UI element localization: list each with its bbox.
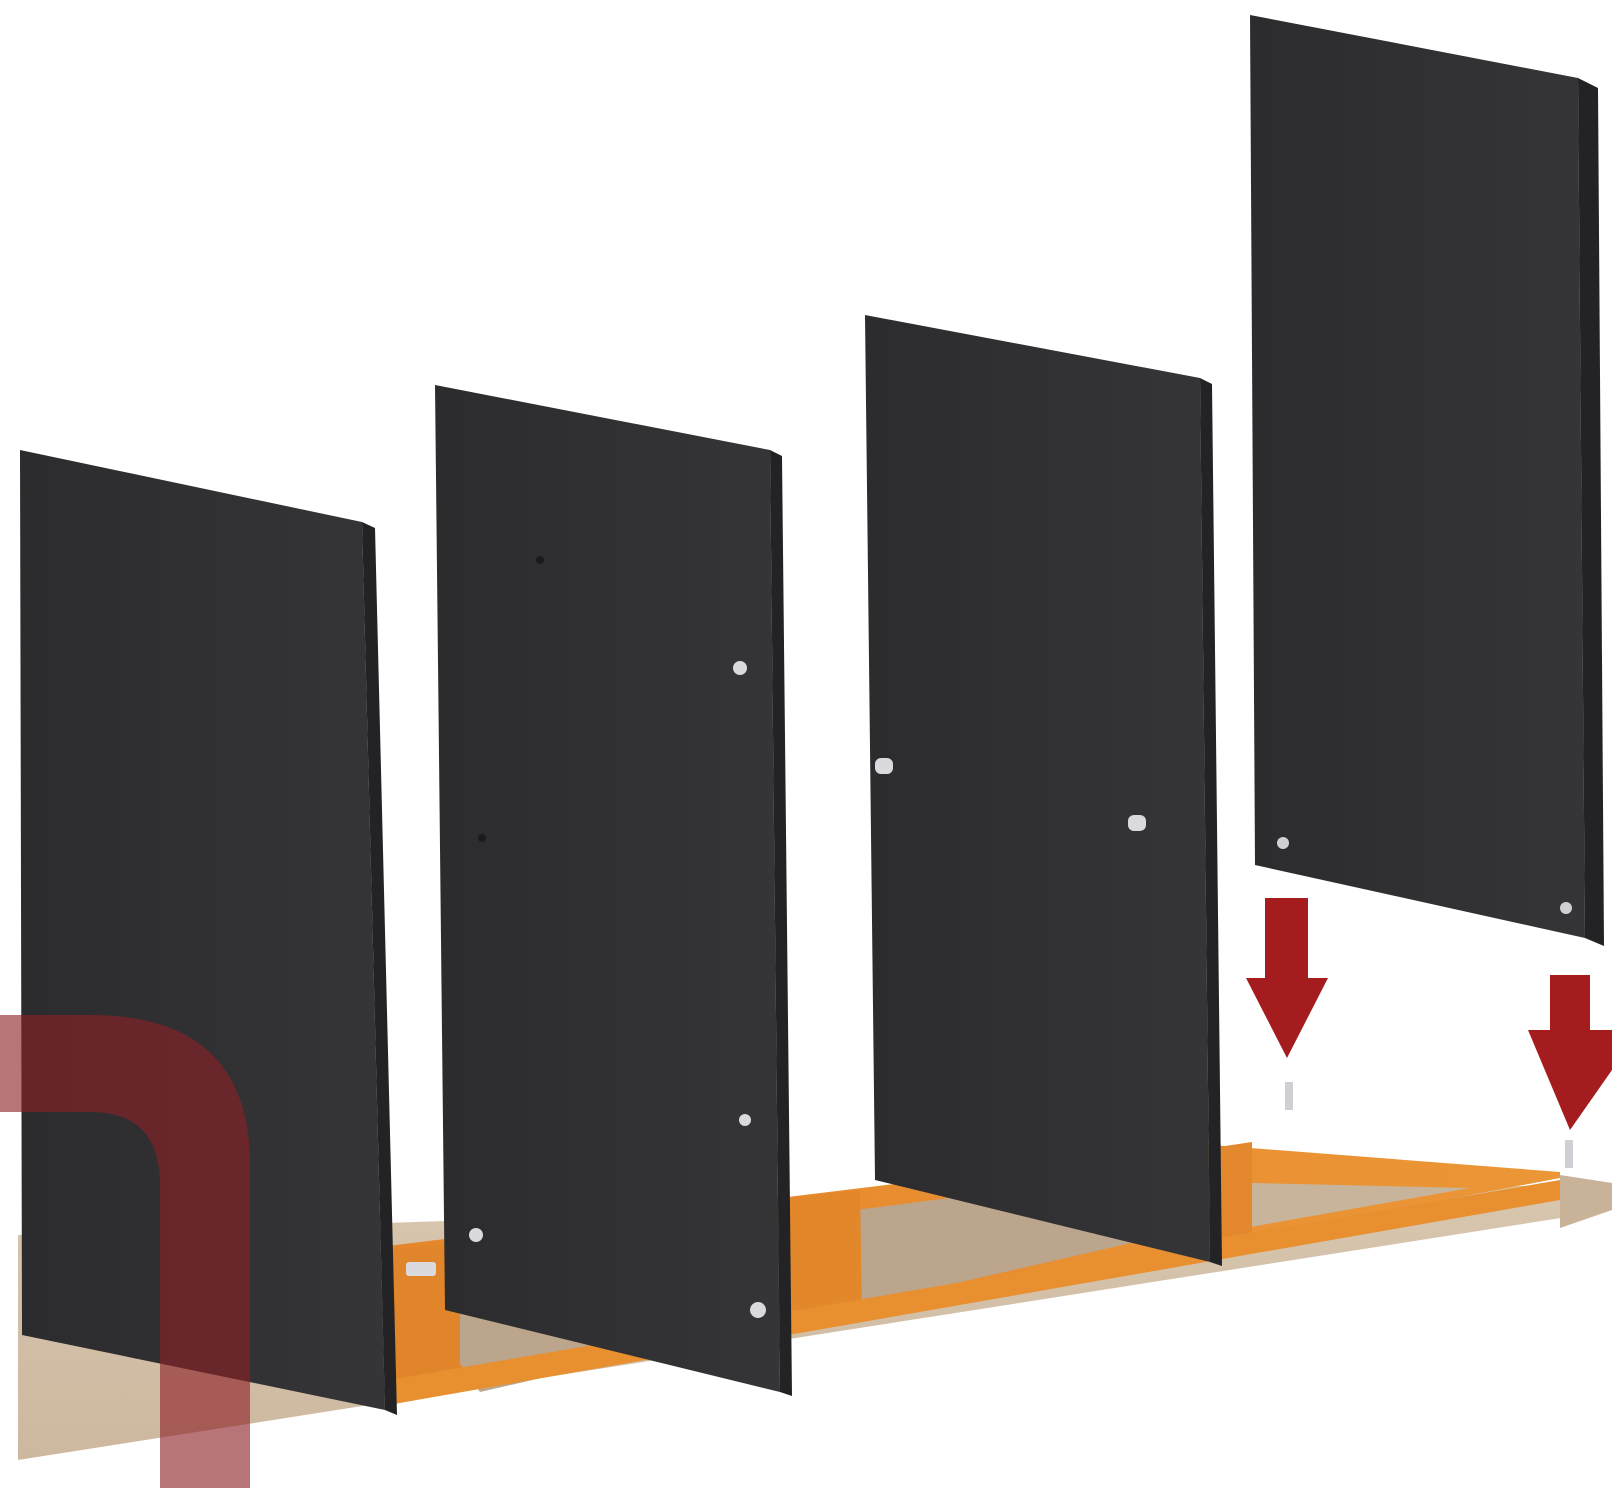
dowel-fitting-icon (469, 1228, 483, 1242)
dowel-fitting-icon (1285, 1082, 1293, 1110)
dowel-fitting-icon (406, 1262, 436, 1276)
panel-3-face (865, 315, 1210, 1262)
dowel-fitting-icon (750, 1302, 766, 1318)
base-right-edge (1560, 1175, 1612, 1228)
side-panel-4 (1250, 15, 1604, 946)
side-panel-3 (865, 315, 1222, 1266)
insertion-arrows (1246, 898, 1612, 1130)
pre-drilled-hole (536, 556, 544, 564)
panel-2-face (435, 385, 780, 1392)
dowel-fitting-icon (1277, 837, 1289, 849)
arrow-down-icon (1528, 975, 1612, 1130)
panel-4-face (1250, 15, 1585, 938)
dowel-fitting-icon (1128, 815, 1146, 831)
pre-drilled-hole (478, 834, 486, 842)
side-panel-2 (435, 385, 792, 1396)
dowel-fitting-icon (733, 661, 747, 675)
dowel-fitting-icon (875, 758, 893, 774)
arrow-down-icon (1246, 898, 1328, 1058)
dowel-fitting-icon (739, 1114, 751, 1126)
dowel-fitting-icon (1565, 1140, 1573, 1168)
dowel-fitting-icon (1560, 902, 1572, 914)
